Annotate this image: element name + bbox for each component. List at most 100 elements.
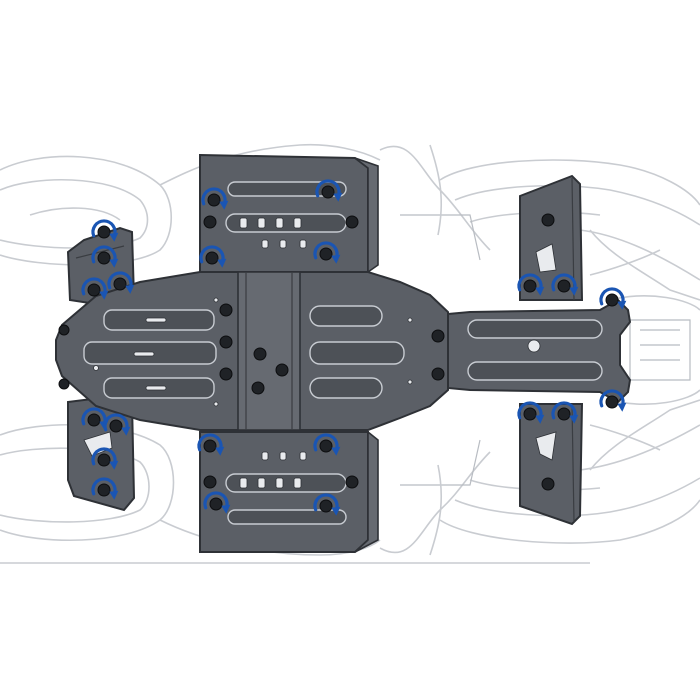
bolt-icon xyxy=(203,439,217,453)
bolt-icon xyxy=(109,419,123,433)
vehicle-outline xyxy=(0,143,700,564)
bolt-icon xyxy=(523,279,537,293)
bolt-icon xyxy=(253,347,267,361)
vent-holes xyxy=(239,451,307,489)
arrow-head xyxy=(109,460,119,470)
bolt-icon xyxy=(97,225,111,239)
bolt-icon xyxy=(605,293,619,307)
torque-bolt xyxy=(81,277,109,300)
arrow-head xyxy=(331,446,341,456)
rear-right-arm-guard xyxy=(519,403,584,526)
rotate-clockwise-arrow-icon xyxy=(91,477,117,496)
rotate-clockwise-arrow-icon xyxy=(599,287,625,306)
rotate-clockwise-arrow-icon xyxy=(313,493,339,512)
bolt-icon xyxy=(319,499,333,513)
bolt-icon xyxy=(605,395,619,409)
rear-left-arm-guard xyxy=(519,174,584,301)
bolt-icon xyxy=(219,335,233,349)
rotate-clockwise-arrow-icon xyxy=(599,389,625,408)
arrow-head xyxy=(535,414,545,424)
slot xyxy=(309,305,383,327)
torque-bolt xyxy=(313,493,341,516)
arrow-head xyxy=(217,258,227,268)
arrow-head xyxy=(333,192,343,202)
torque-bolt xyxy=(199,245,227,268)
torque-bolt xyxy=(91,245,119,268)
arrow-head xyxy=(569,414,579,424)
bolt-icon xyxy=(87,413,101,427)
slot xyxy=(467,361,603,381)
bolt-icon xyxy=(209,497,223,511)
arrow-head xyxy=(221,504,231,514)
arrow-head xyxy=(535,286,545,296)
torque-bolt xyxy=(103,413,131,436)
arrow-head xyxy=(617,300,627,310)
arrow-head xyxy=(125,284,135,294)
torque-bolt xyxy=(203,491,231,514)
left-footwell-plate xyxy=(199,153,379,274)
torque-bolt xyxy=(201,187,229,210)
slot xyxy=(467,319,603,339)
rotate-clockwise-arrow-icon xyxy=(313,241,339,260)
bolt-icon xyxy=(541,213,555,227)
rotate-clockwise-arrow-icon xyxy=(107,271,133,290)
rotate-clockwise-arrow-icon xyxy=(315,179,341,198)
bolt-icon xyxy=(523,407,537,421)
bolt-icon xyxy=(97,251,111,265)
rotate-clockwise-arrow-icon xyxy=(313,433,339,452)
bolt-icon xyxy=(207,193,221,207)
bolt-icon xyxy=(203,475,217,489)
bolt-icon xyxy=(557,407,571,421)
torque-bolt xyxy=(91,447,119,470)
rear-left-wheel-outline xyxy=(439,159,700,281)
torque-bolt xyxy=(517,273,545,296)
torque-bolt xyxy=(91,219,119,242)
torque-bolt xyxy=(313,241,341,264)
arrow-head xyxy=(109,232,119,242)
bolt-icon xyxy=(87,283,101,297)
bolt-icon xyxy=(319,439,333,453)
rotate-clockwise-arrow-icon xyxy=(197,433,223,452)
torque-bolt xyxy=(107,271,135,294)
arrow-head xyxy=(109,490,119,500)
rotate-clockwise-arrow-icon xyxy=(81,277,107,296)
slot xyxy=(309,377,383,399)
arrow-head xyxy=(331,254,341,264)
rotate-clockwise-arrow-icon xyxy=(203,491,229,510)
bolt-icon xyxy=(431,329,445,343)
torque-bolts xyxy=(81,179,627,516)
bolt-icon xyxy=(219,303,233,317)
rotate-clockwise-arrow-icon xyxy=(551,273,577,292)
vent-holes xyxy=(239,217,307,249)
torque-bolt xyxy=(315,179,343,202)
torque-bolt xyxy=(313,433,341,456)
torque-bolt xyxy=(599,389,627,412)
rotate-clockwise-arrow-icon xyxy=(91,219,117,238)
arrow-head xyxy=(331,506,341,516)
bolt-icon xyxy=(321,185,335,199)
rotate-clockwise-arrow-icon xyxy=(81,407,107,426)
torque-bolt xyxy=(197,433,225,456)
bolt-icon xyxy=(431,367,445,381)
torque-bolt xyxy=(551,273,579,296)
arrow-head xyxy=(121,426,131,436)
bolt-icon xyxy=(219,367,233,381)
torque-bolt xyxy=(517,401,545,424)
slot xyxy=(227,509,347,525)
bolt-icon xyxy=(203,215,217,229)
right-footwell-plate xyxy=(199,430,379,553)
bolt-icon xyxy=(275,363,289,377)
bolt-icon xyxy=(319,247,333,261)
torque-bolt xyxy=(551,401,579,424)
arrow-head xyxy=(569,286,579,296)
bolt-icon xyxy=(205,251,219,265)
bolt-icon xyxy=(97,483,111,497)
torque-bolt xyxy=(91,477,119,500)
rear-skid-plate xyxy=(447,298,632,404)
bolt-icon xyxy=(58,378,70,390)
bolt-icon xyxy=(345,475,359,489)
bolt-icon xyxy=(251,381,265,395)
rotate-clockwise-arrow-icon xyxy=(517,273,543,292)
rotate-clockwise-arrow-icon xyxy=(91,447,117,466)
